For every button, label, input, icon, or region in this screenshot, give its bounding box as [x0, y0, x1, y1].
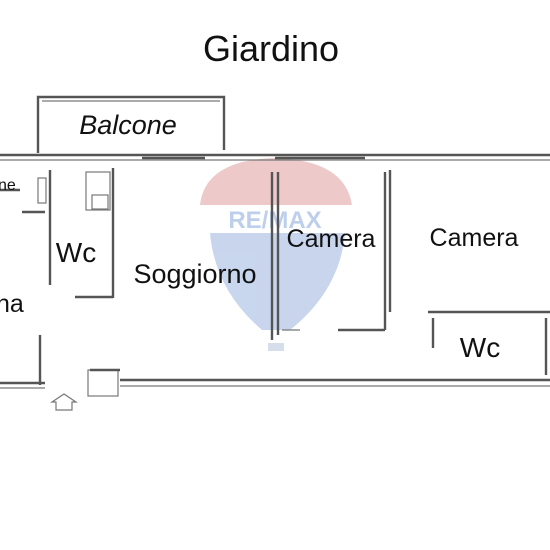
garden-label: Giardino [203, 28, 339, 69]
room-wc-left-label: Wc [56, 237, 96, 268]
room-bedroom-1: Camera [276, 172, 387, 335]
room-wc-right: Wc [431, 318, 548, 375]
entrance-marker [50, 393, 78, 411]
left-edge-room: ne [0, 177, 47, 214]
remax-watermark-text: RE/MAX [228, 207, 321, 234]
room-living-label: Soggiorno [133, 259, 256, 289]
remax-watermark: RE/MAX [200, 158, 352, 351]
left-edge-room-label: ne [0, 177, 16, 194]
bottom-wall [0, 368, 550, 397]
room-bedroom-2-label: Camera [430, 224, 519, 252]
room-bedroom-1-label: Camera [287, 225, 376, 253]
remax-watermark-balloon-top [200, 158, 352, 205]
remax-watermark-basket [268, 343, 284, 351]
room-wc-right-label: Wc [460, 332, 500, 363]
balcony: Balcone [36, 95, 226, 153]
top-wall [0, 153, 550, 161]
room-living: Soggiorno [133, 172, 274, 340]
balcony-label: Balcone [79, 110, 177, 140]
room-wc-left: Wc [48, 168, 115, 299]
left-edge-lower-label: na [0, 290, 24, 318]
room-bedroom-2: Camera [388, 170, 550, 314]
